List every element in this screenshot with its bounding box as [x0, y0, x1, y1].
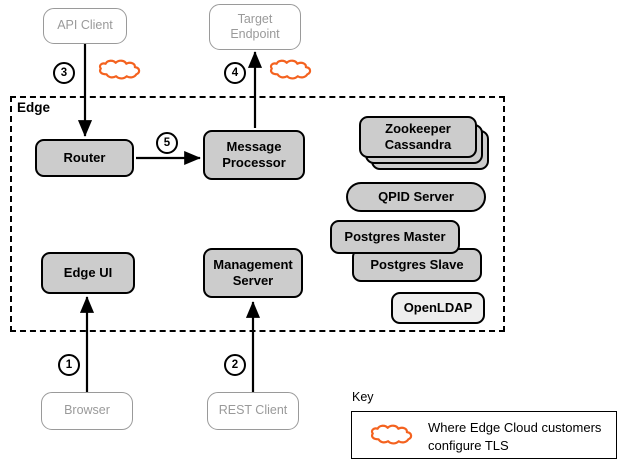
key-label: Key [352, 390, 374, 404]
service-label-postgres-0: Postgres Slave [370, 257, 464, 273]
node-router: Router [35, 139, 134, 177]
service-openldap-label: OpenLDAP [403, 300, 473, 316]
node-management-server: Management Server [203, 248, 303, 298]
service-label-zookeeper-cassandra-1: Cassandra [384, 137, 452, 152]
service-qpid-server: QPID Server [346, 182, 486, 212]
node-target-endpoint: Target Endpoint [209, 4, 301, 50]
node-api-client: API Client [43, 8, 127, 44]
node-management-server-label: Management Server [213, 257, 293, 288]
service-label-postgres-1: Postgres Master [344, 229, 446, 245]
node-message-processor: Message Processor [203, 130, 305, 180]
service-label-zookeeper-cassandra-0: Zookeeper [385, 121, 451, 137]
node-edge-ui: Edge UI [41, 252, 135, 294]
step-badge-1: 1 [58, 354, 80, 376]
node-router-label: Router [63, 150, 106, 166]
step-badge-3: 3 [53, 62, 75, 84]
tls-cloud-target-glyph [269, 59, 312, 80]
node-edge-ui-label: Edge UI [63, 265, 113, 281]
node-rest-client: REST Client [207, 392, 299, 430]
key-description: Where Edge Cloud customers configure TLS [428, 420, 602, 453]
node-target-endpoint-label: Target Endpoint [230, 11, 280, 41]
step-badge-5: 5 [156, 132, 178, 154]
node-api-client-label: API Client [57, 18, 113, 33]
node-rest-client-label: REST Client [218, 403, 288, 418]
node-browser-label: Browser [64, 403, 110, 418]
node-browser: Browser [41, 392, 133, 430]
node-message-processor-label: Message Processor [222, 139, 286, 170]
step-badge-2: 2 [224, 354, 246, 376]
service-qpid-server-label: QPID Server [378, 189, 454, 205]
edge-boundary [10, 96, 505, 332]
service-card-postgres-1: Postgres Master [330, 220, 460, 254]
edge-boundary-label: Edge [17, 100, 51, 115]
tls-cloud-api-client-glyph [98, 59, 141, 80]
service-openldap: OpenLDAP [391, 292, 485, 324]
key-box [351, 411, 617, 459]
step-badge-4: 4 [224, 62, 246, 84]
